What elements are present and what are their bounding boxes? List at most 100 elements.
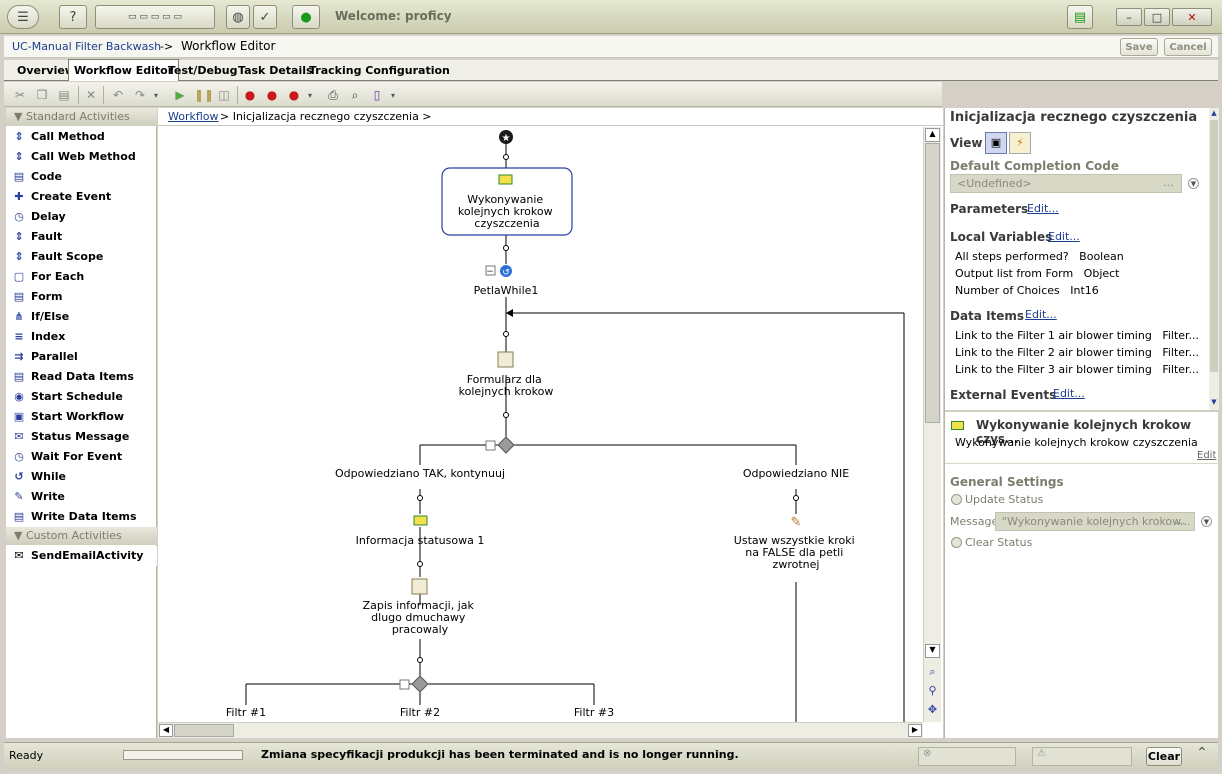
- selected-activity-edit-link[interactable]: Edit: [1197, 450, 1217, 461]
- expand-up-icon[interactable]: ⌃: [1196, 745, 1208, 761]
- cancel-button[interactable]: Cancel: [1164, 38, 1212, 56]
- warnings-indicator-icon[interactable]: ⚠: [1032, 747, 1132, 766]
- scroll-down-icon[interactable]: ▼: [925, 644, 940, 658]
- breadcrumb-workflow-link[interactable]: Workflow: [168, 110, 219, 123]
- activity-item[interactable]: ✉ SendEmailActivity: [6, 546, 157, 566]
- breakpoint-icon[interactable]: ●: [244, 88, 256, 102]
- activity-item[interactable]: ✉Status Message: [6, 427, 157, 447]
- dropdown-icon[interactable]: ▼: [1188, 178, 1199, 189]
- activity-item[interactable]: ◉Start Schedule: [6, 387, 157, 407]
- pause-icon[interactable]: ❚❚: [194, 88, 215, 102]
- activity-item[interactable]: ✚Create Event: [6, 187, 157, 207]
- external-events-edit-link[interactable]: Edit...: [1053, 387, 1085, 400]
- status-message-icon: [413, 515, 428, 526]
- view-properties-icon[interactable]: ▣: [985, 132, 1007, 154]
- activity-item[interactable]: ▣Start Workflow: [6, 407, 157, 427]
- properties-scrollbar[interactable]: ▲ ▼: [1209, 108, 1219, 410]
- activity-item[interactable]: ⇕Call Web Method: [6, 147, 157, 167]
- errors-indicator-icon[interactable]: ⊗: [918, 747, 1016, 766]
- print-preview-icon[interactable]: ⌕: [351, 88, 359, 102]
- stop-icon[interactable]: ◫: [218, 88, 230, 102]
- workflow-canvas[interactable]: Workflow > Inicjalizacja recznego czyszc…: [158, 108, 943, 738]
- browse-icon[interactable]: ...: [1163, 176, 1174, 189]
- activity-item[interactable]: ↺While: [6, 467, 157, 487]
- copy-icon[interactable]: ❐: [36, 88, 48, 102]
- layout-switcher-icon[interactable]: ▭ ▭ ▭ ▭ ▭: [95, 5, 215, 29]
- local-variables-edit-link[interactable]: Edit...: [1048, 230, 1080, 243]
- run-icon[interactable]: ▶: [175, 88, 185, 102]
- zoom-icon[interactable]: ⌕: [929, 665, 936, 678]
- activity-label: Status Message: [31, 430, 130, 443]
- data-items-edit-link[interactable]: Edit...: [1025, 308, 1057, 321]
- activity-item[interactable]: ▤Code: [6, 167, 157, 187]
- update-status-label: Update Status: [965, 493, 1044, 506]
- delete-icon[interactable]: ✕: [85, 88, 97, 102]
- view-events-icon[interactable]: ⚡: [1009, 132, 1031, 154]
- workflow-diagram[interactable]: ★ Wykonywanie kolejnych krokow czyszczen…: [158, 127, 923, 722]
- canvas-horizontal-scrollbar[interactable]: ◀ ▶: [158, 722, 923, 738]
- browse-icon[interactable]: ...: [1175, 514, 1186, 527]
- scroll-thumb[interactable]: [925, 143, 940, 423]
- message-field[interactable]: "Wykonywanie kolejnych krokow...: [995, 512, 1195, 531]
- save-button[interactable]: Save: [1120, 38, 1158, 56]
- activity-item[interactable]: ▤Form: [6, 287, 157, 307]
- cut-icon[interactable]: ✂: [14, 88, 26, 102]
- app-menu-icon[interactable]: ☰: [7, 5, 39, 29]
- activity-item[interactable]: ▢For Each: [6, 267, 157, 287]
- scroll-up-icon[interactable]: ▲: [925, 128, 940, 142]
- activity-item[interactable]: ▤Read Data Items: [6, 367, 157, 387]
- activity-item[interactable]: ≡Index: [6, 327, 157, 347]
- clear-button[interactable]: Clear: [1146, 747, 1182, 766]
- activity-item[interactable]: ◷Wait For Event: [6, 447, 157, 467]
- scroll-thumb[interactable]: [174, 724, 234, 737]
- clear-status-radio[interactable]: [951, 537, 962, 548]
- print-icon[interactable]: ⎙: [328, 88, 338, 102]
- custom-activities-header[interactable]: ▼ Custom Activities: [6, 527, 157, 545]
- dropdown-icon[interactable]: ▼: [1201, 516, 1212, 527]
- user-icon[interactable]: ●: [292, 5, 320, 29]
- activity-item[interactable]: ⇉Parallel: [6, 347, 157, 367]
- globe-icon[interactable]: ◍: [226, 5, 250, 29]
- redo-icon[interactable]: ↷: [134, 88, 146, 102]
- tab-overview[interactable]: Overview: [17, 64, 75, 77]
- activity-item[interactable]: ⇕Fault Scope: [6, 247, 157, 267]
- tab-task-details[interactable]: Task Details: [238, 64, 313, 77]
- canvas-vertical-scrollbar[interactable]: ▲ ▼ ⌕ ⚲ ✥: [923, 127, 941, 722]
- breakpoint-clear-icon[interactable]: ●: [266, 88, 278, 102]
- activity-item[interactable]: ▤Write Data Items: [6, 507, 157, 527]
- standard-activities-header[interactable]: ▼ Standard Activities: [6, 108, 157, 126]
- activity-item[interactable]: ◷Delay: [6, 207, 157, 227]
- toolbar-overflow-icon[interactable]: ▾: [308, 91, 313, 100]
- pan-icon[interactable]: ✥: [927, 703, 938, 716]
- minimize-icon[interactable]: –: [1116, 8, 1142, 26]
- activity-item[interactable]: ⋔If/Else: [6, 307, 157, 327]
- tab-tracking-configuration[interactable]: Tracking Configuration: [309, 64, 450, 77]
- scroll-thumb[interactable]: [1210, 120, 1218, 372]
- panel-divider[interactable]: [945, 410, 1219, 412]
- check-icon[interactable]: ✓: [253, 5, 277, 29]
- find-icon[interactable]: ⚲: [928, 684, 937, 697]
- activity-item[interactable]: ⇕Fault: [6, 227, 157, 247]
- tab-workflow-editor[interactable]: Workflow Editor: [68, 59, 180, 81]
- close-icon[interactable]: ✕: [1172, 8, 1212, 26]
- breadcrumb-app[interactable]: UC-Manual Filter Backwash: [12, 40, 162, 53]
- scroll-left-icon[interactable]: ◀: [159, 724, 173, 737]
- help-icon[interactable]: ?: [59, 5, 87, 29]
- undo-icon[interactable]: ↶: [112, 88, 124, 102]
- scroll-up-icon[interactable]: ▲: [1211, 109, 1217, 117]
- default-completion-field[interactable]: <Undefined>: [950, 174, 1182, 193]
- toolbar-overflow-icon[interactable]: ▾: [154, 91, 159, 100]
- breakpoint-toggle-icon[interactable]: ●: [288, 88, 300, 102]
- paste-icon[interactable]: ▤: [58, 88, 70, 102]
- activity-item[interactable]: ✎Write: [6, 487, 157, 507]
- maximize-icon[interactable]: □: [1144, 8, 1170, 26]
- scroll-down-icon[interactable]: ▼: [1211, 398, 1217, 406]
- activity-item[interactable]: ⇕Call Method: [6, 127, 157, 147]
- update-status-radio[interactable]: [951, 494, 962, 505]
- tab-test-debug[interactable]: Test/Debug: [168, 64, 238, 77]
- parameters-edit-link[interactable]: Edit...: [1027, 202, 1059, 215]
- scroll-right-icon[interactable]: ▶: [908, 724, 922, 737]
- database-icon[interactable]: ▤: [1067, 5, 1093, 29]
- toolbar-overflow-icon[interactable]: ▾: [391, 91, 396, 100]
- page-setup-icon[interactable]: ▯: [373, 88, 381, 102]
